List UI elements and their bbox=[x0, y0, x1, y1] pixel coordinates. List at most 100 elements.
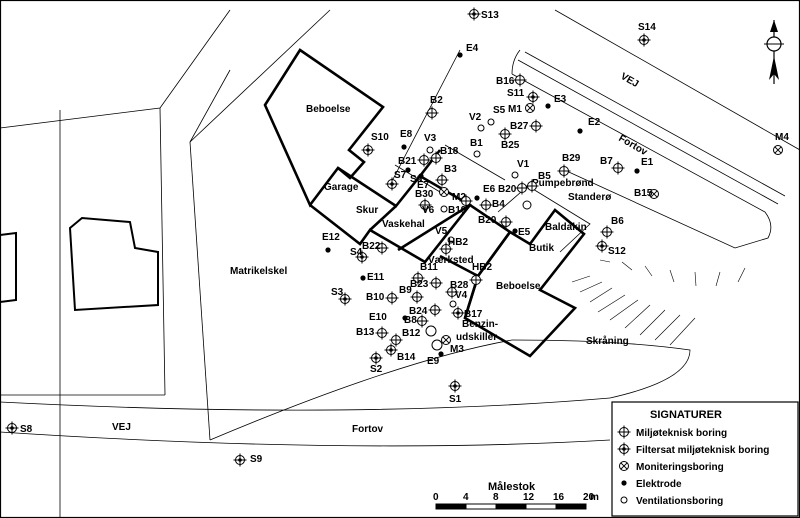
electrode-symbol-icon bbox=[402, 315, 408, 321]
sample-point-e7: E7 bbox=[417, 173, 430, 191]
miljo-symbol-icon bbox=[515, 181, 529, 195]
sample-point-s7: S7 bbox=[385, 170, 407, 191]
sample-point-label: S7 bbox=[394, 170, 407, 181]
sample-point-b20a: B20 bbox=[498, 181, 529, 195]
label-fortov-top: Fortov bbox=[617, 133, 650, 158]
sample-point-e1: E1 bbox=[634, 157, 654, 174]
electrode-symbol-icon bbox=[457, 52, 463, 58]
sample-point-label: B11 bbox=[420, 262, 438, 273]
sample-point-b4: B4 bbox=[479, 198, 505, 212]
sample-point-e5: E5 bbox=[512, 227, 531, 238]
electrode-symbol-icon bbox=[621, 480, 627, 486]
sample-point-b16: B16 bbox=[496, 73, 527, 87]
label-vaskehal: Vaskehal bbox=[382, 219, 425, 230]
scale-segment bbox=[555, 503, 587, 510]
miljo-symbol-icon bbox=[411, 271, 425, 285]
electrode-symbol-icon bbox=[401, 144, 407, 150]
sample-point-label: V6 bbox=[422, 205, 435, 216]
sample-point-label: B18 bbox=[440, 146, 459, 157]
miljo-symbol-icon bbox=[529, 119, 543, 133]
sample-point-e11: E11 bbox=[360, 272, 385, 283]
miljo-symbol-icon bbox=[617, 425, 631, 439]
sample-point-b19: B19 bbox=[448, 194, 473, 216]
vent-symbol-icon bbox=[477, 124, 485, 132]
road-top bbox=[511, 9, 800, 249]
filter-symbol-icon bbox=[617, 442, 631, 456]
filter-symbol-icon bbox=[355, 250, 369, 264]
site-buildings bbox=[263, 48, 591, 358]
vent-symbol-icon bbox=[473, 150, 481, 158]
sample-point-label: E10 bbox=[369, 312, 387, 323]
sample-point-label: B22 bbox=[362, 241, 381, 252]
sample-point-b11: B11 bbox=[411, 262, 438, 285]
sample-point-label: E11 bbox=[367, 272, 385, 283]
legend-item-label: Elektrode bbox=[636, 479, 682, 490]
monitor-symbol-icon bbox=[649, 189, 659, 199]
sample-point-label: B10 bbox=[366, 292, 385, 303]
sample-point-b13: B13 bbox=[356, 326, 389, 340]
legend-box bbox=[611, 401, 799, 517]
sample-point-label: M1 bbox=[508, 104, 522, 115]
sample-point-label: S6 bbox=[410, 174, 423, 185]
miljo-symbol-icon bbox=[375, 326, 389, 340]
scale-tick-label: 0 bbox=[433, 492, 439, 503]
legend-item-label: Moniteringsboring bbox=[636, 462, 724, 473]
scale-segment bbox=[495, 503, 527, 510]
sample-point-label: B1 bbox=[470, 138, 483, 149]
sample-point-b28: B28 bbox=[445, 280, 469, 299]
vent-symbol-icon bbox=[620, 496, 628, 504]
sample-point-label: V5 bbox=[435, 226, 448, 237]
miljo-symbol-icon bbox=[439, 242, 453, 256]
miljo-symbol-icon bbox=[428, 303, 442, 317]
sample-point-label: HB2 bbox=[472, 262, 492, 273]
miljo-symbol-icon bbox=[600, 225, 614, 239]
sample-point-s10: S10 bbox=[361, 132, 389, 157]
scale-title: Målestok bbox=[488, 481, 536, 493]
sample-point-label: B15 bbox=[634, 188, 653, 199]
sample-point-b15: B15 bbox=[634, 188, 659, 199]
sample-point-label: B3 bbox=[444, 164, 457, 175]
sample-point-label: B21 bbox=[398, 156, 417, 167]
sample-point-b12: B12 bbox=[389, 328, 421, 347]
sample-point-s1: S1 bbox=[448, 379, 462, 405]
sample-point-b14: B14 bbox=[384, 343, 416, 363]
label-fortov-bottom: Fortov bbox=[352, 424, 384, 435]
label-matrikelskel: Matrikelskel bbox=[230, 266, 287, 277]
sample-point-b17: B17 bbox=[451, 306, 483, 320]
sample-point-label: B8 bbox=[404, 315, 417, 326]
label-skur: Skur bbox=[356, 205, 378, 216]
filter-symbol-icon bbox=[338, 292, 352, 306]
electrode-symbol-icon bbox=[438, 351, 444, 357]
sample-point-s9: S9 bbox=[233, 453, 263, 467]
sample-point-b3: B3 bbox=[435, 164, 457, 187]
filter-symbol-icon bbox=[361, 143, 375, 157]
sample-point-s2: S2 bbox=[369, 351, 383, 375]
sample-point-label: B9 bbox=[399, 285, 412, 296]
sample-point-label: S5 bbox=[493, 105, 506, 116]
sample-point-b27: B27 bbox=[510, 119, 543, 133]
sample-point-v5: V5 bbox=[435, 226, 455, 244]
scale-segment bbox=[525, 503, 557, 510]
legend-item-filter: Filtersat miljøteknisk boring bbox=[617, 442, 769, 456]
sample-point-e4: E4 bbox=[457, 43, 479, 58]
sample-point-label: S1 bbox=[449, 394, 462, 405]
sample-point-label: M3 bbox=[450, 344, 464, 355]
sample-point-label: B27 bbox=[510, 121, 529, 132]
sample-point-b25: B25 bbox=[498, 127, 520, 151]
sample-point-label: B17 bbox=[464, 309, 483, 320]
sample-point-label: E8 bbox=[400, 129, 413, 140]
sample-point-e6: E6 bbox=[474, 184, 496, 201]
electrode-symbol-icon bbox=[634, 168, 640, 174]
miljo-symbol-icon bbox=[429, 151, 443, 165]
scale-tick-label: 12 bbox=[523, 492, 535, 503]
label-garage: Garage bbox=[324, 182, 359, 193]
filter-symbol-icon bbox=[595, 239, 609, 253]
sample-point-label: E3 bbox=[554, 94, 567, 105]
miljo-symbol-icon bbox=[611, 161, 625, 175]
label-vej-top: VEJ bbox=[619, 71, 641, 90]
filter-symbol-icon bbox=[233, 453, 247, 467]
label-pumpebrond: Pumpebrønd bbox=[532, 178, 594, 189]
sample-point-b6: B6 bbox=[600, 216, 624, 239]
